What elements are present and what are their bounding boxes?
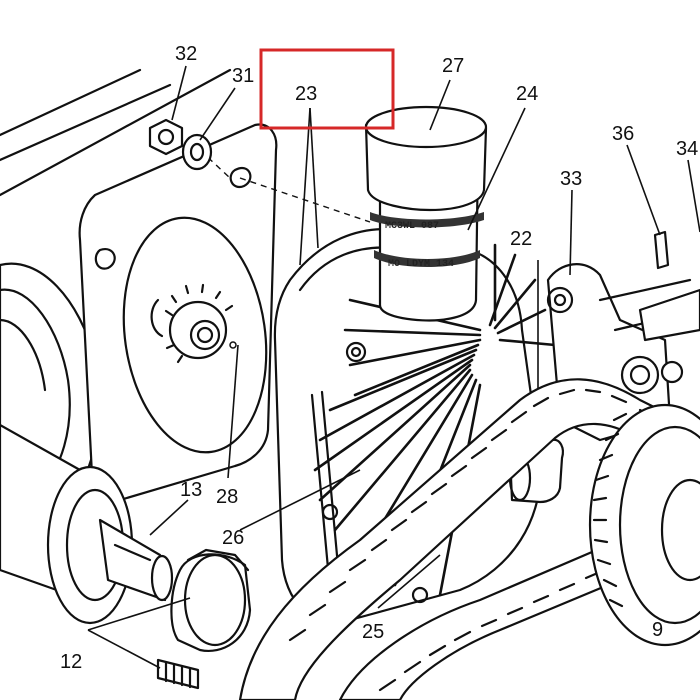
callout-32: 32 xyxy=(175,43,197,65)
leader-lines xyxy=(87,65,700,669)
motor-shaft xyxy=(0,423,174,625)
callout-24: 24 xyxy=(516,83,538,105)
large-pulley xyxy=(588,403,700,647)
callout-25: 25 xyxy=(362,621,384,643)
callout-22: 22 xyxy=(510,228,532,250)
callout-27: 27 xyxy=(442,55,464,77)
callout-33: 33 xyxy=(560,168,582,190)
highlight-box xyxy=(259,48,395,130)
reservoir-print-2: MO LDYM 134 xyxy=(388,259,454,270)
hex-nut xyxy=(148,118,184,156)
callout-31: 31 xyxy=(232,65,254,87)
callout-23: 23 xyxy=(295,83,317,105)
callout-34: 34 xyxy=(676,138,698,160)
alignment-lines xyxy=(199,149,371,223)
lock-washer xyxy=(181,133,213,171)
callout-13: 13 xyxy=(180,479,202,501)
callout-28: 28 xyxy=(216,486,238,508)
reservoir-print-1: MC3WL 087 xyxy=(385,221,439,232)
drive-sprocket xyxy=(150,283,237,364)
cooling-fins xyxy=(310,243,557,597)
callout-36: 36 xyxy=(612,123,634,145)
callout-26: 26 xyxy=(222,527,244,549)
callout-labels: 32 31 23 27 24 36 34 33 22 13 28 26 25 1… xyxy=(60,43,698,673)
shaft-coupler xyxy=(156,548,252,690)
dowel-pin xyxy=(653,230,670,270)
callout-9: 9 xyxy=(652,619,663,641)
callout-12: 12 xyxy=(60,651,82,673)
fluid-reservoir: MC3WL 087 MO LDYM 134 xyxy=(364,105,488,322)
